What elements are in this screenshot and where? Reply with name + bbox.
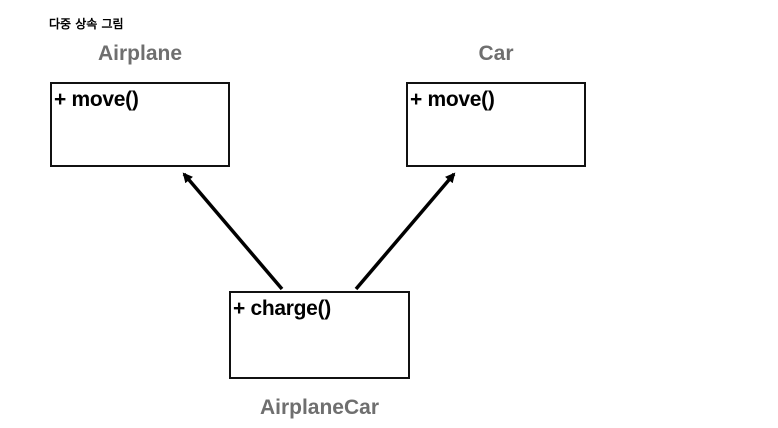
car-class-name: Car (478, 42, 514, 65)
diagram-heading: 다중 상속 그림 (49, 17, 124, 31)
arrow-to-airplane (182, 172, 284, 291)
airplanecar-member-charge: + charge() (233, 297, 331, 320)
car-member-move: + move() (410, 88, 495, 111)
airplane-class-name: Airplane (97, 42, 183, 65)
arrow-to-car (354, 172, 456, 291)
airplane-class-box: + move() (50, 82, 230, 167)
car-class-box: + move() (406, 82, 586, 167)
airplanecar-class-name: AirplaneCar (259, 396, 380, 419)
airplane-member-move: + move() (54, 88, 139, 111)
airplanecar-class-box: + charge() (229, 291, 410, 379)
